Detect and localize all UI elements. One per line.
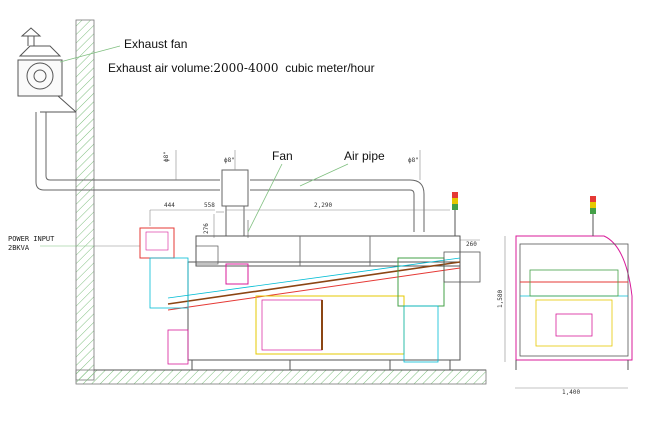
exhaust-fan-label: Exhaust fan xyxy=(124,37,188,51)
exhaust-air-volume-prefix: Exhaust air volume: xyxy=(108,61,214,75)
dimension-276: 276 xyxy=(203,223,210,234)
dimension-lines xyxy=(40,150,628,389)
air-pipe-route xyxy=(35,112,425,238)
building-wall xyxy=(75,19,487,385)
machine-side-view xyxy=(139,192,481,370)
dimension-2290: 2,290 xyxy=(314,202,333,209)
dimension-1580: 1,580 xyxy=(497,289,504,308)
power-rating-label: 2BKVA xyxy=(8,244,30,252)
fan-label: Fan xyxy=(272,149,293,163)
callout-leaders xyxy=(59,45,349,233)
air-pipe-label: Air pipe xyxy=(344,149,385,163)
dimension-260: 260 xyxy=(466,241,477,248)
dimension-1400: 1,400 xyxy=(562,389,581,396)
dimension-558: 558 xyxy=(204,202,215,209)
exhaust-air-volume-unit: cubic meter/hour xyxy=(285,61,375,75)
exhaust-air-volume-label: Exhaust air volume:2000-4000 cubic meter… xyxy=(108,62,375,74)
power-input-label: POWER INPUT xyxy=(8,235,55,243)
exhaust-air-volume-value: 2000-4000 xyxy=(213,61,279,75)
pipe-diameter-mid: ϕ8" xyxy=(224,157,235,164)
machine-front-view xyxy=(515,196,633,370)
pipe-diameter-left: ϕ8" xyxy=(163,151,170,162)
dimension-444: 444 xyxy=(164,202,175,209)
exhaust-fan xyxy=(17,27,77,113)
pipe-diameter-right: ϕ8" xyxy=(408,157,419,164)
